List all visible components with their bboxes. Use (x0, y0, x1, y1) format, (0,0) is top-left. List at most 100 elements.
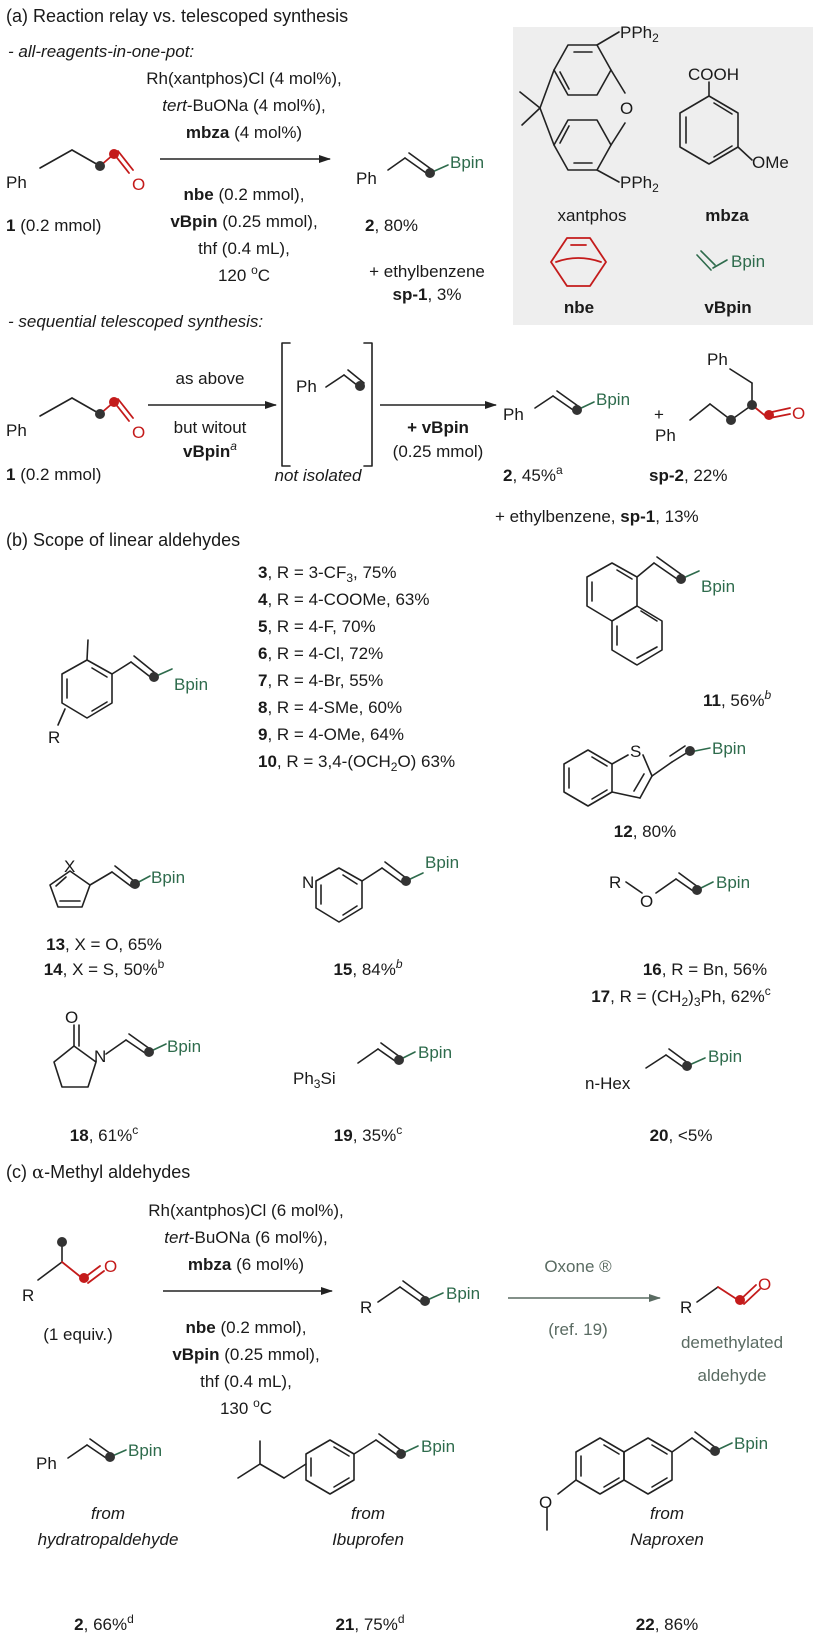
cond-line-3: thf (0.4 mL), (200, 1372, 292, 1391)
scope-item: 10, R = 3,4-(OCH2O) 63% (258, 752, 455, 774)
ph-label: Ph (707, 350, 728, 369)
aryl-vinyl-bpin-structure (57, 639, 173, 726)
cond-line-1: nbe (0.2 mmol), (184, 185, 305, 204)
compound-15-structure (315, 861, 424, 923)
sulfur-label: S (630, 742, 641, 761)
bpin-label: Bpin (596, 390, 630, 409)
one-pot-label: - all-reagents-in-one-pot: (8, 42, 194, 61)
compound-19-yield: 19, 35%c (334, 1123, 402, 1145)
r-label: R (22, 1286, 34, 1305)
aldehyde-1-structure-b (39, 397, 134, 422)
r-label: R (609, 873, 621, 892)
bracket-right (363, 342, 373, 467)
cat-line-3: mbza (4 mol%) (186, 123, 302, 142)
sm-1-label: 1 (0.2 mmol) (6, 216, 101, 235)
cooh-label: COOH (688, 65, 739, 84)
aldehyde-label: aldehyde (697, 1366, 766, 1385)
bpin-label: Bpin (734, 1434, 768, 1453)
cat-line-1: Rh(xantphos)Cl (6 mol%), (148, 1201, 344, 1220)
vbpin-structure (696, 250, 728, 271)
compound-14-yield: 14, X = S, 50%b (44, 957, 165, 979)
product-2-yield-c: 2, 66%d (74, 1612, 134, 1634)
bpin-label: Bpin (421, 1437, 455, 1456)
sm-1-label-b: 1 (0.2 mmol) (6, 465, 101, 484)
carbonyl-o: O (132, 423, 145, 442)
scope-item: 5, R = 4-F, 70% (258, 617, 376, 636)
bpin-label: Bpin (712, 739, 746, 758)
source-naproxen: Naproxen (630, 1530, 704, 1549)
carbonyl-o: O (104, 1257, 117, 1276)
vinyl-bpin-product-structure (377, 1280, 444, 1306)
compound-13-yield: 13, X = O, 65% (46, 935, 162, 954)
ph-label: Ph (503, 405, 524, 424)
bpin-label: Bpin (425, 853, 459, 872)
compound-17-yield: 17, R = (CH2)3Ph, 62%c (591, 984, 771, 1009)
mbza-structure (679, 81, 753, 165)
ref-label: (ref. 19) (548, 1320, 608, 1339)
cat-line-2: tert-BuONa (4 mol%), (162, 96, 325, 115)
lactam-oxygen: O (65, 1008, 78, 1027)
vbpin-amount: (0.25 mmol) (393, 442, 484, 461)
vbpin-bpin: Bpin (731, 252, 765, 271)
demethylated-label: demethylated (681, 1333, 783, 1352)
compound-11-yield: 11, 56%b (703, 688, 771, 710)
ethylbenzene-label: + ethylbenzene (369, 262, 485, 281)
compound-18-yield: 18, 61%c (70, 1123, 138, 1145)
carbonyl-o: O (792, 404, 805, 423)
source-ibuprofen: Ibuprofen (332, 1530, 404, 1549)
cond-line-1: nbe (0.2 mmol), (186, 1318, 307, 1337)
cond-line-4: 130 oC (220, 1396, 272, 1418)
cond-line-3: thf (0.4 mL), (198, 239, 290, 258)
r-label: R (360, 1298, 372, 1317)
xantphos-label: xantphos (558, 206, 627, 225)
product-2-from-hydratropaldehyde-structure (67, 1438, 127, 1462)
bpin-label: Bpin (708, 1047, 742, 1066)
reagent-structures-box (513, 27, 813, 325)
scope-item: 8, R = 4-SMe, 60% (258, 698, 402, 717)
bpin-label: Bpin (450, 153, 484, 172)
compound-12-yield: 12, 80% (614, 822, 676, 841)
compound-19-structure (357, 1042, 416, 1065)
sp-2-yield: sp-2, 22% (649, 466, 727, 485)
compound-21-yield: 21, 75%d (335, 1612, 404, 1634)
scope-item: 3, R = 3-CF3, 75% (258, 563, 397, 585)
vbpin-omitted-label: vBpina (183, 439, 237, 461)
ph-label: Ph (296, 377, 317, 396)
bpin-label: Bpin (174, 675, 208, 694)
telescoped-label: - sequential telescoped synthesis: (8, 312, 263, 331)
product-2-yield-b: 2, 45%a (503, 463, 563, 485)
scope-item: 4, R = 4-COOMe, 63% (258, 590, 430, 609)
scope-list: 3, R = 3-CF3, 75% 4, R = 4-COOMe, 63% 5,… (258, 563, 455, 774)
bracket-left (281, 342, 291, 467)
xantphos-oxygen: O (620, 99, 633, 118)
bpin-label: Bpin (446, 1284, 480, 1303)
ome-label: OMe (752, 153, 789, 172)
alpha-methyl-aldehyde-structure (37, 1237, 105, 1284)
xantphos-structure (519, 31, 626, 183)
bpin-label: Bpin (167, 1037, 201, 1056)
vbpin-label: vBpin (704, 298, 751, 317)
bpin-label: Bpin (151, 868, 185, 887)
cond-line-4: 120 oC (218, 263, 270, 285)
nbe-structure (550, 237, 607, 287)
sp-2-structure (689, 368, 791, 425)
heteroatom-x-label: X (64, 857, 75, 876)
scope-item: 7, R = 4-Br, 55% (258, 671, 383, 690)
cat-line-3: mbza (6 mol%) (188, 1255, 304, 1274)
plus-vbpin-label: + vBpin (407, 418, 469, 437)
as-above-label: as above (176, 369, 245, 388)
bpin-label: Bpin (701, 577, 735, 596)
not-isolated-label: not isolated (275, 466, 362, 485)
r-label: R (48, 728, 60, 747)
scope-item: 6, R = 4-Cl, 72% (258, 644, 383, 663)
nitrogen-label: N (94, 1047, 106, 1066)
cat-line-1: Rh(xantphos)Cl (4 mol%), (146, 69, 342, 88)
nitrogen-label: N (302, 873, 314, 892)
sp-1-line: + ethylbenzene, sp-1, 13% (495, 507, 699, 526)
compound-13-14-structure (49, 865, 151, 908)
ph-label: Ph (36, 1454, 57, 1473)
carbonyl-o: O (758, 1275, 771, 1294)
from-label: from (351, 1504, 385, 1523)
aldehyde-1-structure (39, 149, 134, 174)
compound-11-structure (586, 556, 700, 666)
